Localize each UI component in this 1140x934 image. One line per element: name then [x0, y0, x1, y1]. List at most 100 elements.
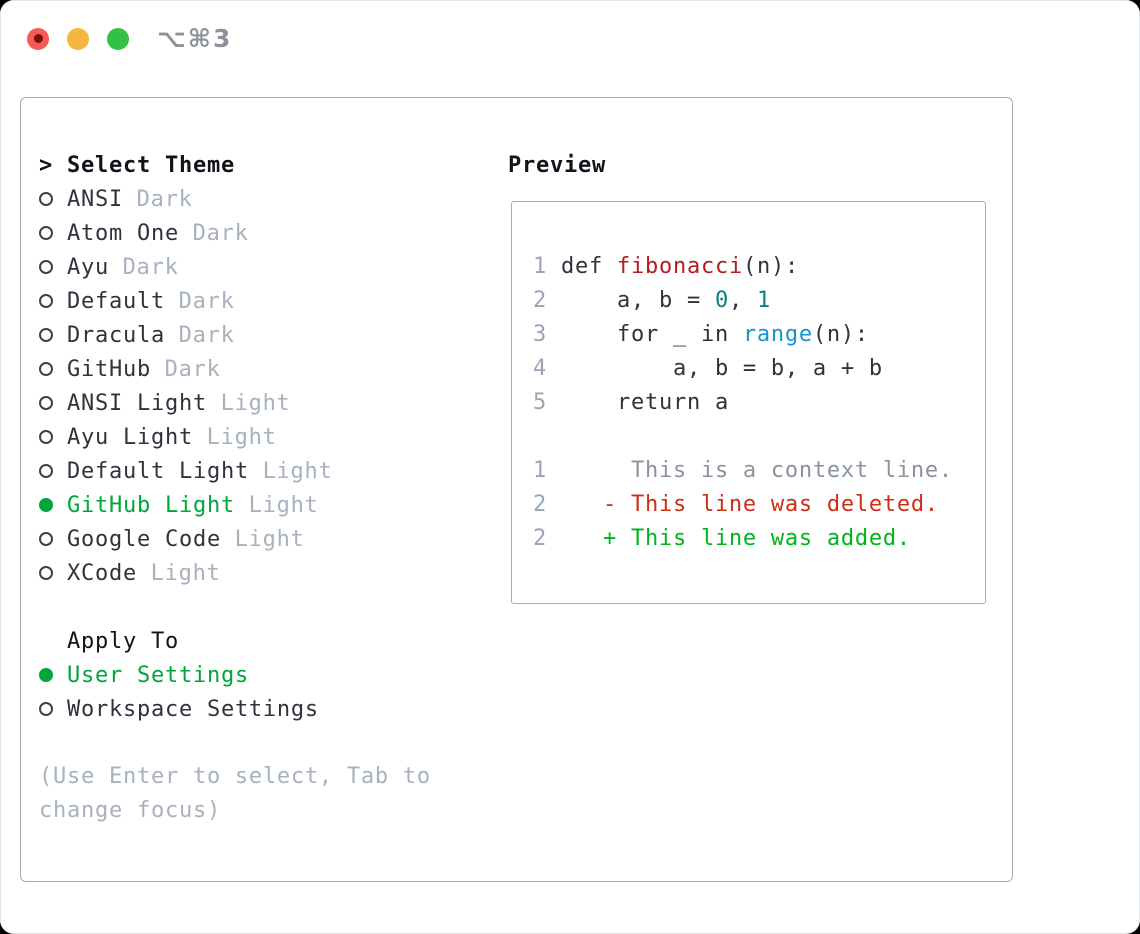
line-number: 4 — [533, 355, 547, 381]
code-line: 5 return a — [533, 385, 985, 419]
code-token: for _ in — [547, 321, 743, 347]
spacer — [39, 726, 501, 760]
radio-unselected-icon — [39, 260, 67, 274]
theme-option-github[interactable]: GitHub Dark — [39, 352, 501, 386]
code-token: + This line was added. — [547, 525, 911, 551]
theme-option-default-light[interactable]: Default Light Light — [39, 454, 501, 488]
code-line: 2 + This line was added. — [533, 521, 985, 555]
zoom-button[interactable] — [107, 27, 129, 50]
radio-unselected-icon — [39, 702, 67, 716]
apply-to-header: Apply To — [39, 624, 501, 658]
theme-option-ayu-light[interactable]: Ayu Light Light — [39, 420, 501, 454]
code-token: 0 — [714, 287, 729, 313]
theme-variant: Dark — [122, 254, 179, 280]
code-token: This is a context line. — [547, 457, 953, 483]
minimize-button[interactable] — [67, 27, 89, 50]
hint-text: (Use Enter to select, Tab to change focu… — [39, 764, 431, 823]
theme-variant: Light — [220, 390, 291, 416]
code-line: 3 for _ in range(n): — [533, 317, 985, 351]
spacer — [39, 590, 501, 624]
theme-variant: Dark — [164, 356, 221, 382]
code-token: (n): — [742, 253, 799, 279]
radio-unselected-icon — [39, 464, 67, 478]
theme-variant: Light — [234, 526, 305, 552]
theme-option-ayu[interactable]: Ayu Dark — [39, 250, 501, 284]
theme-variant: Dark — [136, 186, 193, 212]
theme-variant: Light — [206, 424, 277, 450]
line-number: 2 — [533, 525, 547, 551]
traffic-lights — [27, 27, 129, 50]
theme-name: ANSI — [67, 186, 123, 212]
theme-name: GitHub Light — [67, 492, 235, 518]
code-token: a, b = — [547, 287, 715, 313]
theme-variant: Light — [248, 492, 319, 518]
radio-unselected-icon — [39, 192, 67, 206]
radio-selected-icon — [39, 668, 67, 682]
apply-option-workspace-settings[interactable]: Workspace Settings — [39, 692, 501, 726]
apply-option-label: User Settings — [67, 662, 249, 688]
theme-variant: Dark — [192, 220, 249, 246]
theme-variant: Dark — [178, 322, 235, 348]
theme-option-atom-one[interactable]: Atom One Dark — [39, 216, 501, 250]
radio-unselected-icon — [39, 328, 67, 342]
theme-variant: Light — [262, 458, 333, 484]
window-title: ⌥⌘3 — [157, 24, 233, 53]
radio-unselected-icon — [39, 566, 67, 580]
code-line: 1 def fibonacci(n): — [533, 249, 985, 283]
theme-variant: Dark — [178, 288, 235, 314]
code-token: a, b = b, a + b — [547, 355, 883, 381]
code-line: 1 This is a context line. — [533, 453, 985, 487]
code-token: (n): — [812, 321, 869, 347]
code-token: 1 — [756, 287, 771, 313]
theme-option-dracula[interactable]: Dracula Dark — [39, 318, 501, 352]
radio-unselected-icon — [39, 396, 67, 410]
select-theme-label: Select Theme — [67, 152, 235, 178]
theme-name: Default Light — [67, 458, 249, 484]
code-token: - This line was deleted. — [547, 491, 939, 517]
theme-option-google-code[interactable]: Google Code Light — [39, 522, 501, 556]
preview-label: Preview — [508, 152, 606, 178]
theme-name: GitHub — [67, 356, 151, 382]
line-number: 1 — [533, 253, 547, 279]
close-dot-icon — [33, 34, 43, 43]
code-token: range — [742, 321, 813, 347]
theme-option-ansi-light[interactable]: ANSI Light Light — [39, 386, 501, 420]
theme-name: Atom One — [67, 220, 179, 246]
theme-option-github-light[interactable]: GitHub Light Light — [39, 488, 501, 522]
theme-name: Google Code — [67, 526, 221, 552]
code-line: 4 a, b = b, a + b — [533, 351, 985, 385]
code-blank-line — [533, 419, 985, 453]
apply-option-user-settings[interactable]: User Settings — [39, 658, 501, 692]
code-token: fibonacci — [616, 253, 743, 279]
code-token: def — [547, 253, 617, 279]
close-button[interactable] — [27, 27, 49, 50]
line-number: 2 — [533, 287, 547, 313]
theme-name: Ayu Light — [67, 424, 193, 450]
theme-name: Default — [67, 288, 165, 314]
theme-variant: Light — [150, 560, 221, 586]
radio-unselected-icon — [39, 430, 67, 444]
titlebar: ⌥⌘3 — [27, 24, 232, 53]
theme-option-ansi[interactable]: ANSI Dark — [39, 182, 501, 216]
line-number: 3 — [533, 321, 547, 347]
line-number: 5 — [533, 389, 547, 415]
line-number: 2 — [533, 491, 547, 517]
theme-option-default[interactable]: Default Dark — [39, 284, 501, 318]
apply-to-label: Apply To — [67, 628, 179, 654]
radio-unselected-icon — [39, 532, 67, 546]
preview-header: Preview — [508, 148, 996, 182]
radio-unselected-icon — [39, 294, 67, 308]
theme-name: Dracula — [67, 322, 165, 348]
code-token: return a — [547, 389, 729, 415]
theme-name: Ayu — [67, 254, 109, 280]
theme-name: ANSI Light — [67, 390, 207, 416]
code-line: 2 a, b = 0, 1 — [533, 283, 985, 317]
